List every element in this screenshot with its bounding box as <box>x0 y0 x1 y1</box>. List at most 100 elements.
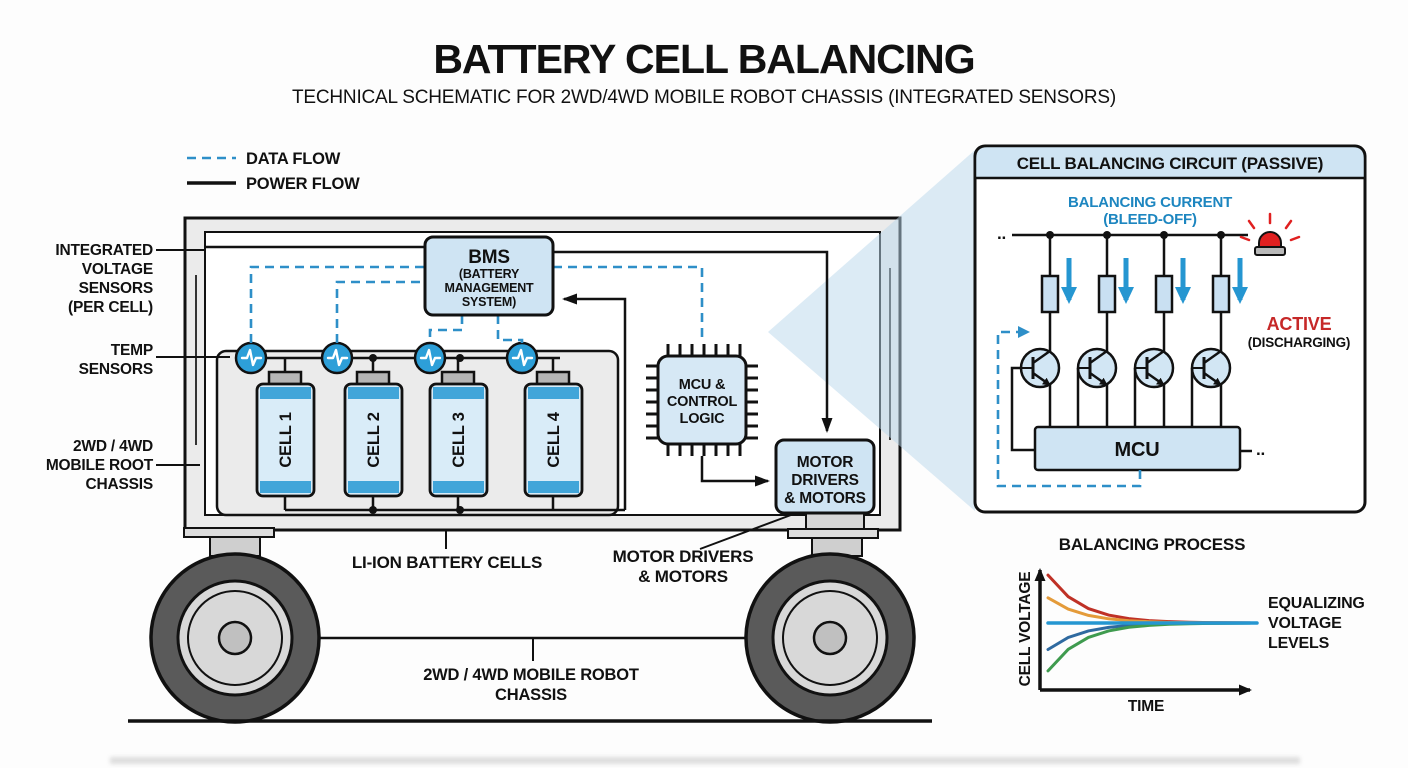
cell-band-bottom <box>260 481 311 493</box>
wheel-right <box>744 552 916 724</box>
mcu-to-motor-line <box>700 456 770 487</box>
bleed-branch-4 <box>1190 235 1248 427</box>
chart-annotation: LEVELS <box>1268 635 1330 652</box>
sensor4-to-bms-dashed <box>496 315 524 343</box>
voltage-sensors-label: SENSORS <box>79 280 153 297</box>
temp-sensors-label: TEMP <box>111 342 153 359</box>
transistor-icon <box>1133 347 1175 389</box>
cell-label: CELL 2 <box>365 412 383 467</box>
cell-band-bottom <box>348 481 399 493</box>
chart-series-cell-c-low <box>1046 621 1252 651</box>
alarm-siren-icon <box>1239 212 1301 256</box>
panel-header <box>973 144 1367 180</box>
active-label: ACTIVE <box>1267 314 1332 334</box>
cell-body <box>523 382 584 498</box>
cell-label: CELL 1 <box>277 412 295 467</box>
page-subtitle: TECHNICAL SCHEMATIC FOR 2WD/4WD MOBILE R… <box>292 87 1116 108</box>
transistor-icon <box>1190 347 1232 389</box>
chip-pins-bottom <box>666 444 742 456</box>
cell-band-top <box>348 387 399 399</box>
panel-ellipsis-right: .. <box>1256 440 1265 459</box>
chart-ylabel: CELL VOLTAGE <box>1017 572 1034 687</box>
voltage-sensors-label: VOLTAGE <box>82 261 153 278</box>
sensor2-to-bms-dashed <box>335 280 425 343</box>
discharging-label: (DISCHARGING) <box>1248 335 1350 350</box>
bleed-branch-2 <box>1076 235 1134 427</box>
zoom-beam <box>768 150 975 511</box>
temp-sensor-icon-1 <box>234 341 268 375</box>
bottom-artifact <box>110 757 1300 764</box>
temp-sensor-icons <box>234 341 539 375</box>
voltage-sensors-label: INTEGRATED <box>55 242 153 259</box>
drivetrain <box>128 527 932 724</box>
legend: DATA FLOW POWER FLOW <box>187 150 360 193</box>
panel-title: CELL BALANCING CIRCUIT (PASSIVE) <box>1017 154 1324 173</box>
power-flow-lines <box>205 245 833 510</box>
motor-box-line1: MOTOR <box>797 454 853 471</box>
cell-band-bottom <box>528 481 579 493</box>
bms-title: BMS <box>468 247 510 268</box>
cell-balancing-panel: CELL BALANCING CIRCUIT (PASSIVE) BALANCI… <box>973 144 1367 514</box>
balancing-process-chart: BALANCING PROCESS CELL VOLTAGE TIME EQUA… <box>1017 535 1365 715</box>
bleed-resistor <box>1040 274 1060 314</box>
bms-line3: MANAGEMENT <box>445 281 535 295</box>
chassis-left-label: CHASSIS <box>85 476 153 493</box>
motor-box-line2: DRIVERS <box>791 472 859 489</box>
chart-curves <box>1046 573 1259 673</box>
page-title: BATTERY CELL BALANCING <box>433 36 974 82</box>
cell-band-bottom <box>433 481 484 493</box>
pack-to-bms-power-line <box>562 293 627 510</box>
battery-cell-1: CELL 1 <box>255 370 316 498</box>
mcu-chip-line3: LOGIC <box>680 411 726 427</box>
junction-dot <box>369 506 377 514</box>
bleed-branch-1 <box>1010 235 1077 452</box>
chassis-left-label: MOBILE ROOT <box>46 457 154 474</box>
bleed-branch-3 <box>1133 235 1191 427</box>
battery-pack <box>215 349 625 517</box>
chip-pins-right <box>746 364 758 440</box>
bms-line2: (BATTERY <box>459 267 520 281</box>
motor-drivers-pointer <box>699 514 792 550</box>
chip-pins-top <box>666 344 742 356</box>
bleed-resistor <box>1211 274 1231 314</box>
junction-dot <box>456 354 464 362</box>
cell-label: CELL 4 <box>545 411 563 467</box>
voltage-sensors-label: (PER CELL) <box>68 299 153 316</box>
bms-to-mcu-dashed <box>553 265 704 343</box>
chassis-bottom-label: CHASSIS <box>495 686 567 704</box>
bms-box: BMS (BATTERY MANAGEMENT SYSTEM) <box>423 235 555 317</box>
right-bracket-plate <box>787 528 879 539</box>
chip-pins-left <box>646 364 658 440</box>
chart-series-cell-d-low <box>1046 621 1252 673</box>
wheel-hub <box>217 620 253 656</box>
battery-cell-2: CELL 2 <box>343 370 404 498</box>
balancing-current-label: (BLEED-OFF) <box>1103 211 1197 228</box>
junction-dot <box>369 354 377 362</box>
wheel-left <box>149 552 321 724</box>
cell-label: CELL 3 <box>450 412 468 467</box>
cell-band-top <box>433 387 484 399</box>
mcu-feedback-dashed <box>996 326 1142 488</box>
cell-body <box>255 382 316 498</box>
cell-band-top <box>528 387 579 399</box>
sensor1-to-bms-dashed <box>249 265 425 343</box>
transistor-icon <box>1076 347 1118 389</box>
temp-sensors-label: SENSORS <box>79 361 153 378</box>
mcu-chip-line2: CONTROL <box>667 394 738 410</box>
legend-data-flow-label: DATA FLOW <box>246 150 341 168</box>
temp-sensor-icon-4 <box>505 341 539 375</box>
chart-annotation: EQUALIZING <box>1268 595 1365 612</box>
chip-body <box>656 354 748 446</box>
cell-body <box>343 382 404 498</box>
mcu-chip: MCU & CONTROL LOGIC <box>646 344 758 456</box>
wheel-hub <box>812 620 848 656</box>
battery-cell-4: CELL 4 <box>523 370 584 498</box>
sensor3-to-bms-dashed <box>428 315 464 343</box>
cell-band-top <box>260 387 311 399</box>
panel-mcu-label: MCU <box>1115 439 1160 461</box>
data-flow-lines <box>249 265 704 343</box>
chassis-bottom-label: 2WD / 4WD MOBILE ROBOT <box>423 666 639 684</box>
bleed-resistor <box>1154 274 1174 314</box>
balancing-current-label: BALANCING CURRENT <box>1068 194 1232 211</box>
